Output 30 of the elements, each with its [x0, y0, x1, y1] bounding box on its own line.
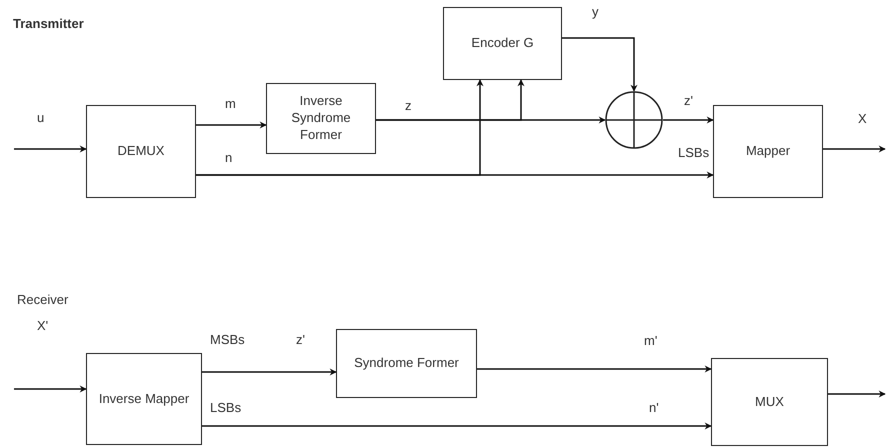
- block: Syndrome Former: [336, 329, 477, 398]
- arrow: [14, 386, 87, 392]
- arrow: [196, 122, 267, 128]
- edge-label: m': [643, 333, 658, 348]
- edge-label: LSBs: [209, 400, 242, 415]
- arrow: [562, 37, 638, 92]
- block: MUX: [711, 358, 828, 446]
- block: Mapper: [713, 105, 823, 198]
- edge-label: X': [36, 318, 50, 333]
- arrow: [828, 390, 886, 398]
- arrow: [202, 422, 712, 430]
- arrow: [376, 79, 524, 121]
- arrow: [663, 116, 714, 124]
- arrow: [202, 368, 337, 376]
- arrow: [14, 146, 87, 152]
- signal-label: n': [648, 400, 660, 415]
- block: Inverse Mapper: [86, 353, 202, 445]
- block: DEMUX: [86, 105, 196, 198]
- arrow: [196, 79, 484, 176]
- block: Encoder G: [443, 7, 562, 80]
- signal-label: z': [295, 332, 306, 347]
- edge-label: z': [683, 93, 694, 108]
- arrow: [823, 146, 886, 152]
- signal-label: Receiver: [16, 292, 70, 307]
- edge-label: X: [857, 111, 868, 126]
- edge-label: MSBs: [209, 332, 246, 347]
- signal-label: LSBs: [677, 145, 710, 160]
- block: Inverse Syndrome Former: [266, 83, 376, 154]
- section-heading: Transmitter: [12, 16, 85, 31]
- arrow: [477, 366, 712, 372]
